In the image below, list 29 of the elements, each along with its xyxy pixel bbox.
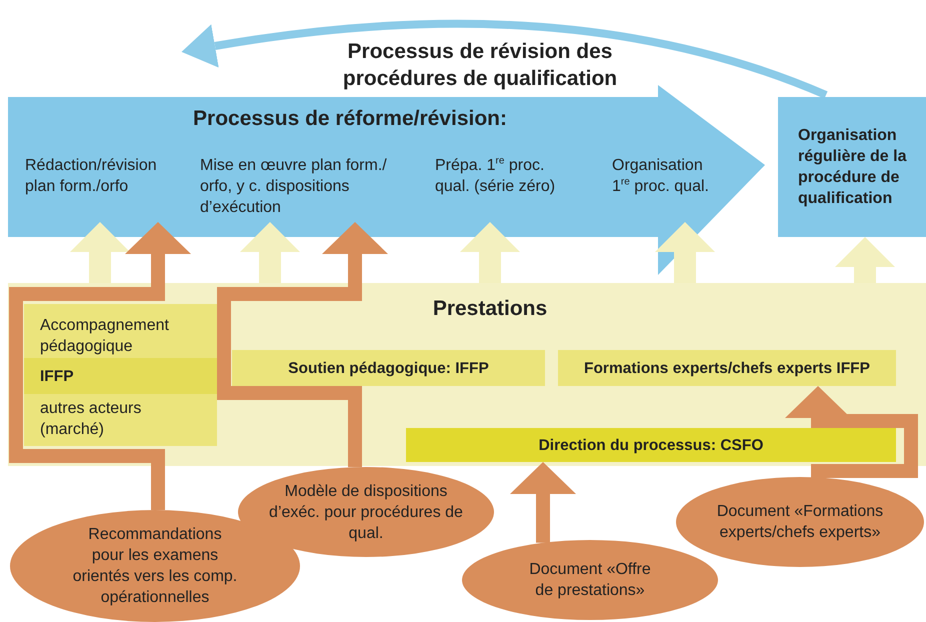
document-ellipse: Modèle de dispositions d’exéc. pour procédures de qual. (238, 467, 494, 557)
box-text: autres acteurs (marché) (40, 399, 142, 440)
info-box (24, 304, 217, 446)
document-ellipse: Document «Offre de prestations» (462, 540, 718, 620)
phase-text: Mise en œuvre plan form./ orfo, y c. dispositions d’exécution (200, 155, 415, 222)
arrow (835, 237, 895, 283)
panel (8, 283, 926, 466)
service-box: Formations experts/chefs experts IFFP (558, 350, 896, 386)
arrow (181, 20, 828, 99)
arrow (655, 222, 715, 283)
phase-text: Rédaction/révision plan form./orfo (25, 155, 190, 222)
arrow (70, 222, 130, 283)
arrow (460, 222, 520, 283)
highlight-band: IFFP (24, 358, 217, 394)
arrow (785, 386, 918, 478)
process-box: Organisation régulière de la procédure de qualification (778, 97, 926, 237)
arrow (510, 462, 576, 543)
phase-text: Organisation 1$^{re}$ proc. qual. (612, 155, 722, 222)
service-box: Soutien pédagogique: IFFP (232, 350, 545, 386)
arrow (9, 222, 191, 510)
heading: Processus de réforme/révision: (192, 106, 508, 132)
edge-label: Processus de révision des procédures de qualification (342, 39, 618, 92)
arrow (217, 222, 388, 468)
service-box: Direction du processus: CSFO (406, 428, 896, 462)
arrow (240, 222, 300, 283)
document-ellipse: Document «Formations experts/chefs experts» (676, 477, 924, 567)
phase-text: Prépa. 1$^{re}$ proc. qual. (série zéro) (435, 155, 575, 222)
box-text: Accompagnement pédagogique (40, 316, 170, 357)
panel-title: Prestations (432, 296, 548, 322)
